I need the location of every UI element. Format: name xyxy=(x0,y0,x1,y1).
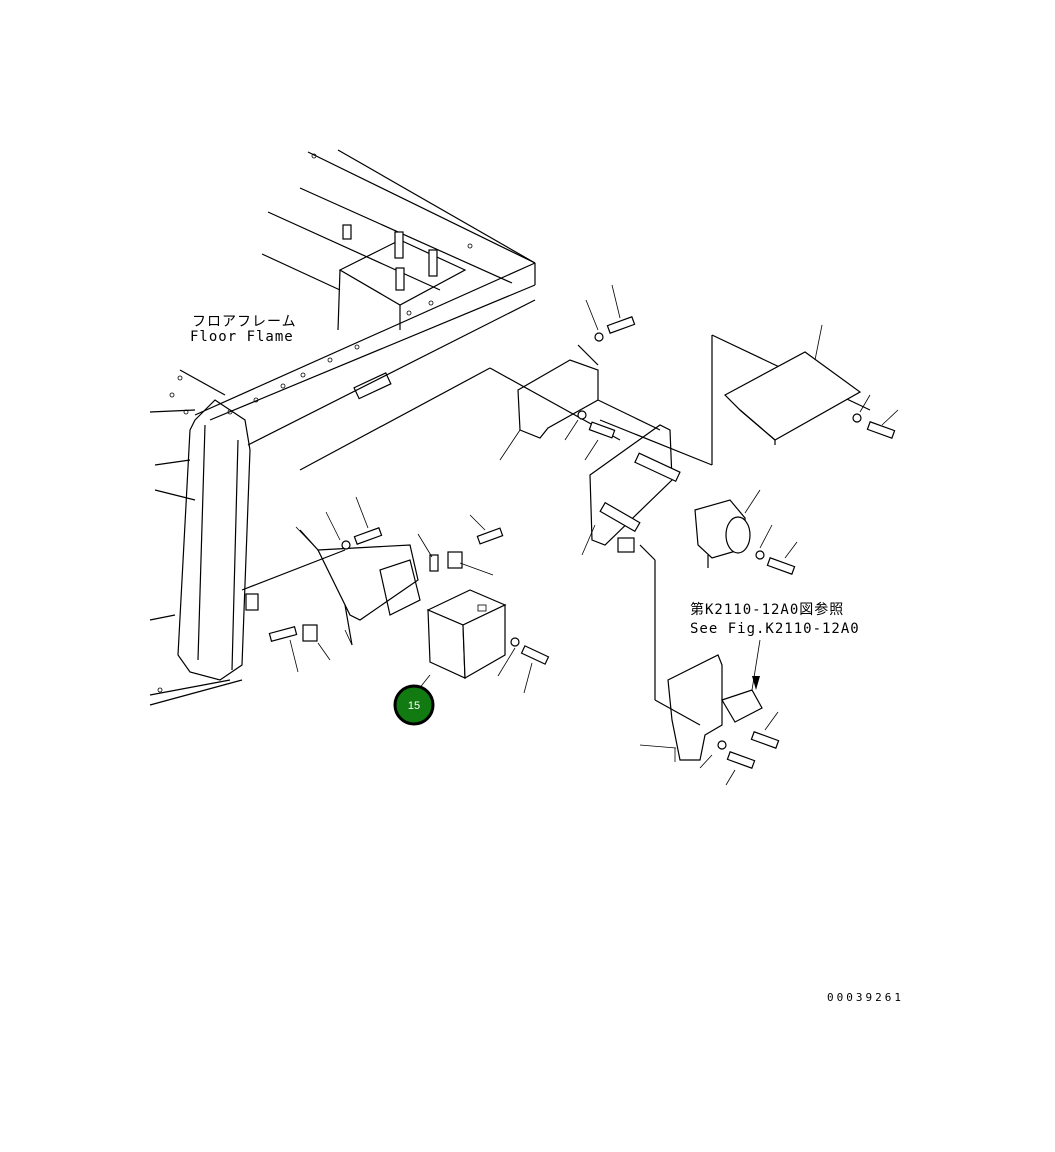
drawing-number: 00039261 xyxy=(827,991,904,1004)
callout-15-number[interactable]: 15 xyxy=(408,700,420,712)
floor-frame-label-en: Floor Flame xyxy=(190,329,294,345)
bolt-group-left xyxy=(268,527,550,665)
reference-label-en: See Fig.K2110-12A0 xyxy=(690,621,860,637)
lower-right-assembly xyxy=(639,544,780,786)
battery-relay xyxy=(694,499,751,568)
callout-15[interactable]: 15 xyxy=(393,684,435,726)
left-bracket-assembly xyxy=(245,496,550,694)
relay-box xyxy=(426,589,507,680)
reference-label-jp: 第K2110-12A0図参照 xyxy=(690,601,844,618)
floor-frame-label-jp: フロアフレーム xyxy=(192,314,297,330)
callout-15-circle[interactable] xyxy=(393,684,435,726)
floor-frame xyxy=(149,149,621,706)
center-plate-assembly xyxy=(499,284,899,575)
